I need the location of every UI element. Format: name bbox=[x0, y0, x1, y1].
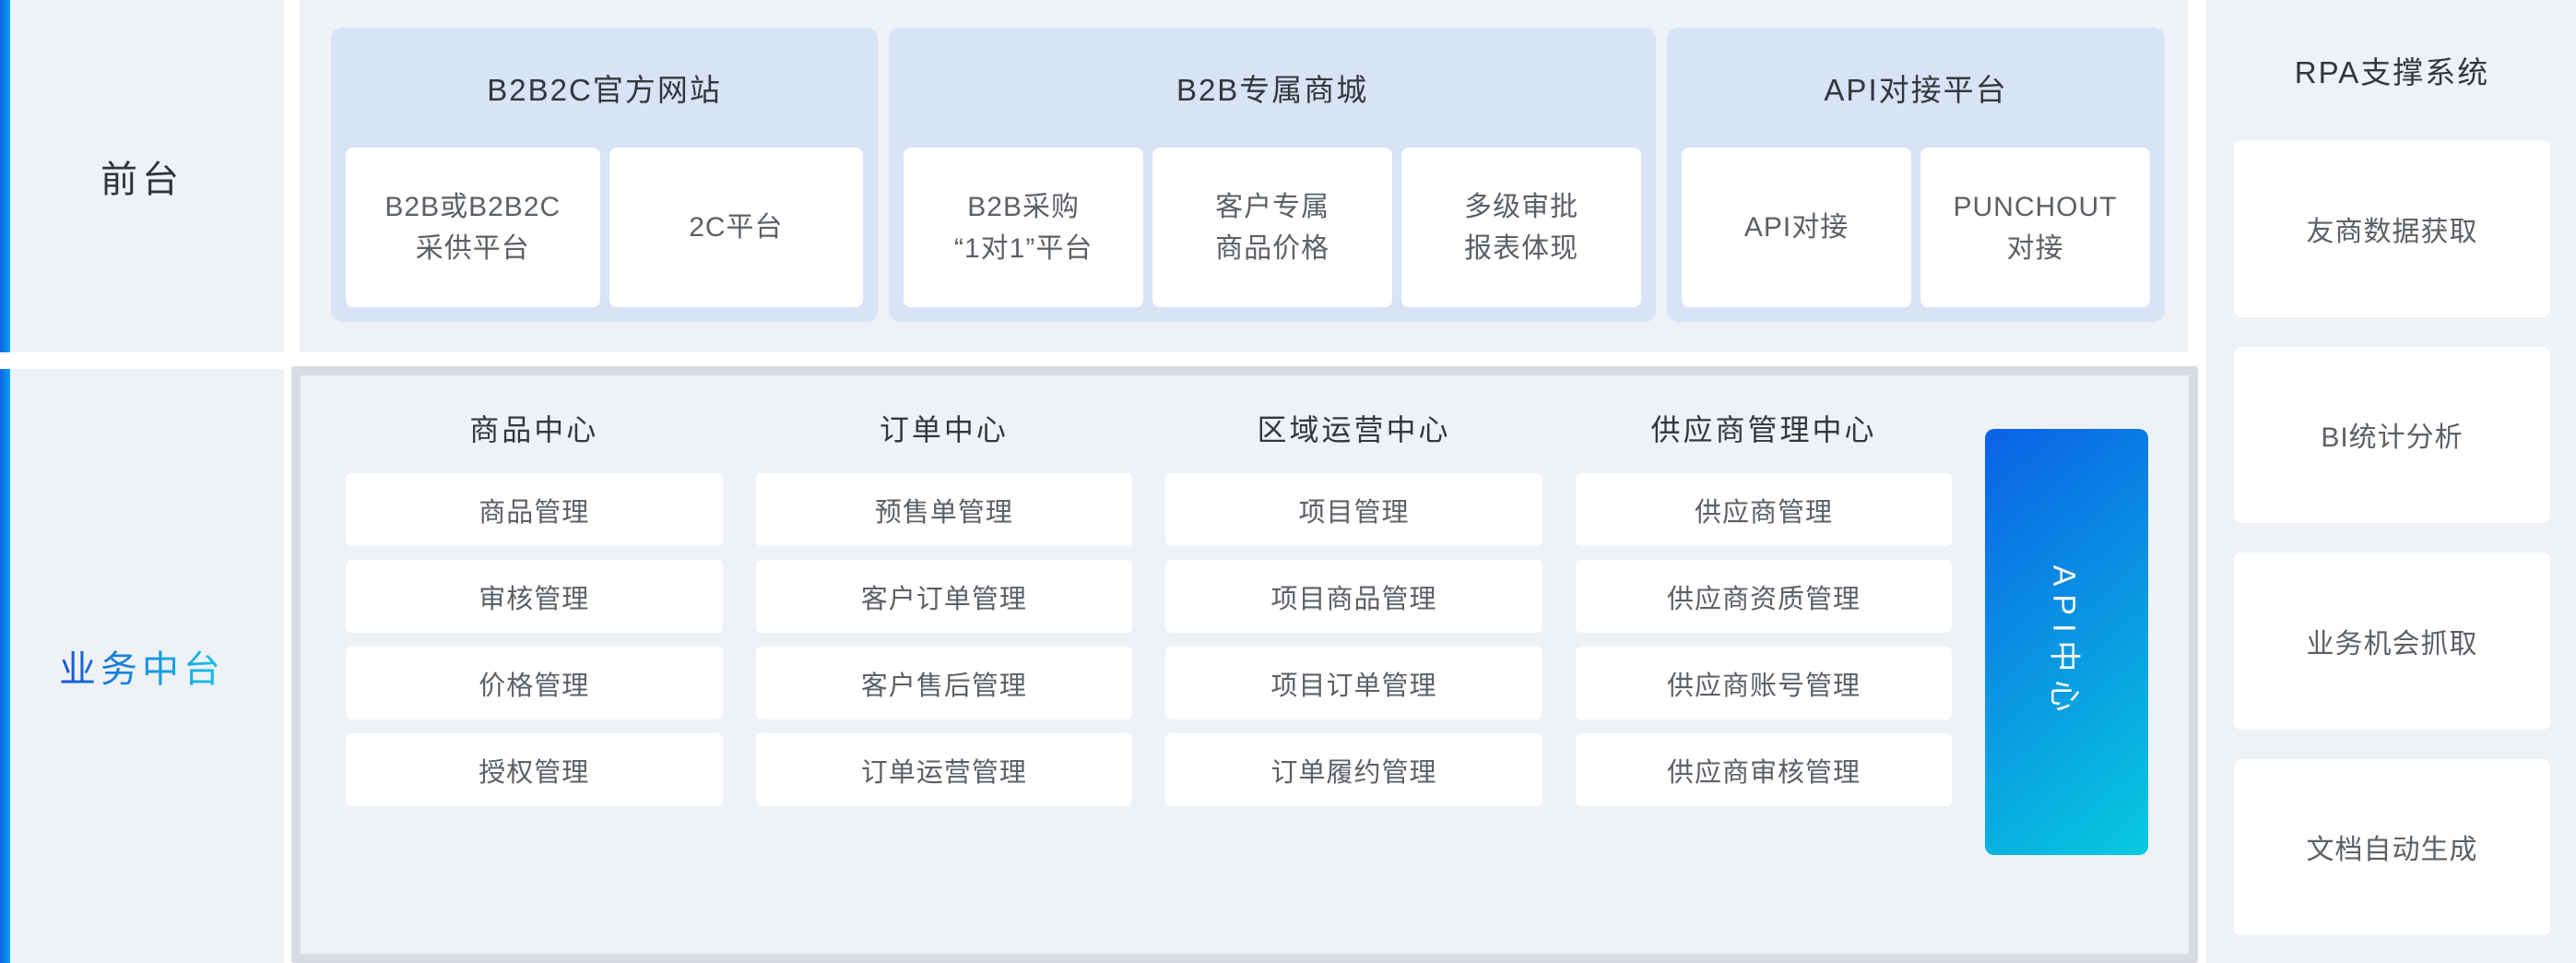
column-title: 区域运营中心 bbox=[1257, 413, 1451, 446]
module-card: 客户售后管理 bbox=[755, 647, 1133, 719]
module-card: 供应商管理 bbox=[1575, 473, 1953, 546]
rpa-card: 文档自动生成 bbox=[2234, 758, 2550, 935]
module-card: 供应商账号管理 bbox=[1575, 647, 1953, 719]
module-card: 订单运营管理 bbox=[755, 733, 1133, 806]
rpa-panel-title: RPA支撑系统 bbox=[2294, 55, 2490, 89]
feature-card: 多级审批 报表体现 bbox=[1401, 148, 1642, 307]
biz-middle-stage-label: 业务中台 bbox=[59, 639, 225, 693]
biz-middle-stage-label-panel: 业务中台 bbox=[0, 369, 284, 963]
column-cards: 商品管理 审核管理 价格管理 授权管理 bbox=[346, 473, 723, 806]
group-b2b2c-website: B2B2C官方网站 B2B或B2B2C 采供平台 2C平台 bbox=[331, 28, 879, 322]
rpa-card: 业务机会抓取 bbox=[2234, 553, 2550, 730]
rpa-cards: 友商数据获取 BI统计分析 业务机会抓取 文档自动生成 bbox=[2234, 140, 2550, 935]
column-cards: 供应商管理 供应商资质管理 供应商账号管理 供应商审核管理 bbox=[1575, 473, 1953, 806]
module-card: 客户订单管理 bbox=[755, 560, 1133, 633]
feature-card: 2C平台 bbox=[609, 148, 864, 307]
column-order-center: 订单中心 预售单管理 客户订单管理 客户售后管理 订单运营管理 bbox=[755, 375, 1133, 954]
column-product-center: 商品中心 商品管理 审核管理 价格管理 授权管理 bbox=[346, 375, 723, 954]
front-stage-label-panel: 前台 bbox=[0, 0, 284, 352]
api-center-bar: API中心 bbox=[1985, 429, 2148, 855]
front-stage-label: 前台 bbox=[100, 160, 183, 200]
biz-middle-stage-box: 商品中心 商品管理 审核管理 价格管理 授权管理 订单中心 预售单管理 客户订单… bbox=[291, 366, 2198, 963]
module-card: 订单履约管理 bbox=[1165, 733, 1542, 806]
module-card: 授权管理 bbox=[346, 733, 723, 806]
module-card: 项目订单管理 bbox=[1165, 647, 1542, 719]
blue-accent-bar bbox=[0, 0, 10, 352]
group-api-platform: API对接平台 API对接 PUNCHOUT 对接 bbox=[1667, 28, 2165, 322]
group-cards: API对接 PUNCHOUT 对接 bbox=[1682, 148, 2150, 307]
group-title: API对接平台 bbox=[1824, 73, 2008, 107]
blue-accent-bar bbox=[0, 369, 10, 963]
feature-card: B2B或B2B2C 采供平台 bbox=[346, 148, 600, 307]
module-card: 供应商审核管理 bbox=[1575, 733, 1953, 806]
column-cards: 预售单管理 客户订单管理 客户售后管理 订单运营管理 bbox=[755, 473, 1133, 806]
group-title: B2B专属商城 bbox=[1176, 73, 1369, 107]
rpa-support-system-panel: RPA支撑系统 友商数据获取 BI统计分析 业务机会抓取 文档自动生成 bbox=[2206, 0, 2576, 963]
group-title: B2B2C官方网站 bbox=[487, 73, 722, 107]
module-card: 商品管理 bbox=[346, 473, 723, 546]
group-cards: B2B采购 “1对1”平台 客户专属 商品价格 多级审批 报表体现 bbox=[904, 148, 1642, 307]
rpa-card: 友商数据获取 bbox=[2234, 140, 2550, 317]
column-cards: 项目管理 项目商品管理 项目订单管理 订单履约管理 bbox=[1165, 473, 1542, 806]
module-card: 审核管理 bbox=[346, 560, 723, 633]
group-b2b-mall: B2B专属商城 B2B采购 “1对1”平台 客户专属 商品价格 多级审批 报表体… bbox=[889, 28, 1657, 322]
column-region-operation-center: 区域运营中心 项目管理 项目商品管理 项目订单管理 订单履约管理 bbox=[1165, 375, 1542, 954]
module-card: 项目商品管理 bbox=[1165, 560, 1542, 633]
rpa-card: BI统计分析 bbox=[2234, 346, 2550, 523]
column-supplier-management-center: 供应商管理中心 供应商管理 供应商资质管理 供应商账号管理 供应商审核管理 bbox=[1575, 375, 1953, 954]
biz-columns: 商品中心 商品管理 审核管理 价格管理 授权管理 订单中心 预售单管理 客户订单… bbox=[301, 375, 2189, 954]
feature-card: B2B采购 “1对1”平台 bbox=[904, 148, 1144, 307]
module-card: 预售单管理 bbox=[755, 473, 1133, 546]
api-center-label: API中心 bbox=[2046, 565, 2082, 719]
front-stage-panel: B2B2C官方网站 B2B或B2B2C 采供平台 2C平台 B2B专属商城 B2… bbox=[300, 0, 2188, 352]
feature-card: PUNCHOUT 对接 bbox=[1920, 148, 2150, 307]
group-cards: B2B或B2B2C 采供平台 2C平台 bbox=[346, 148, 864, 307]
module-card: 项目管理 bbox=[1165, 473, 1542, 546]
column-title: 供应商管理中心 bbox=[1650, 413, 1877, 446]
module-card: 价格管理 bbox=[346, 647, 723, 719]
module-card: 供应商资质管理 bbox=[1575, 560, 1953, 633]
column-title: 商品中心 bbox=[469, 413, 599, 446]
feature-card: API对接 bbox=[1682, 148, 1912, 307]
feature-card: 客户专属 商品价格 bbox=[1152, 148, 1393, 307]
column-title: 订单中心 bbox=[879, 413, 1009, 446]
